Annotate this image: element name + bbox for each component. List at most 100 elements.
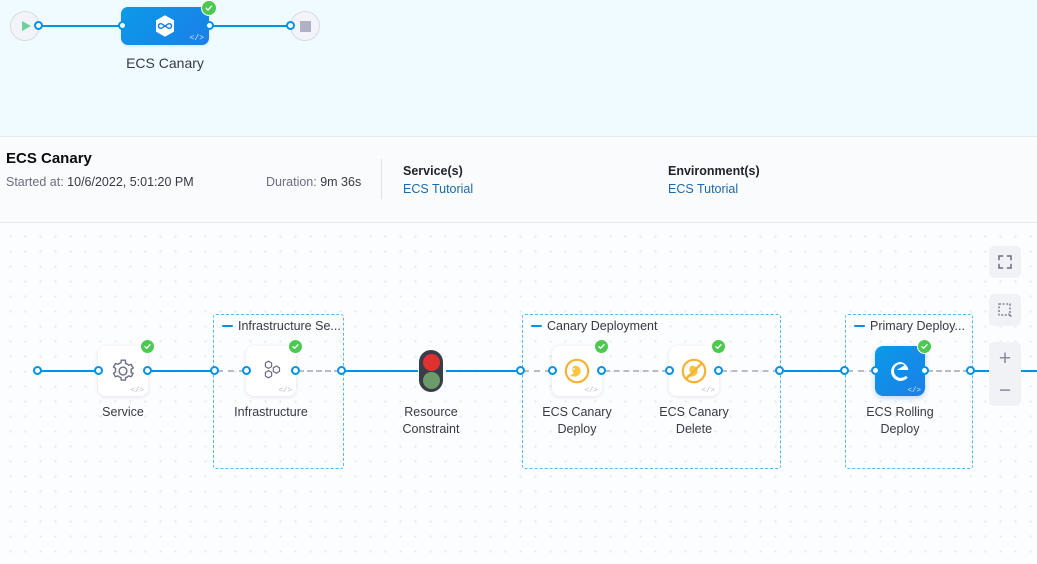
connector-start-to-service (39, 370, 99, 372)
minimap-connector-2 (212, 25, 292, 27)
status-badge-canary-deploy (594, 339, 609, 354)
node-service[interactable]: </> (98, 339, 155, 396)
connector-infra-to-resource-constraint (344, 370, 418, 372)
port-infra-group-in[interactable] (210, 366, 219, 375)
connector-infra-group-to-infra (217, 370, 245, 372)
node-infrastructure[interactable]: </> (246, 339, 303, 396)
stop-icon (299, 20, 311, 32)
services-header: Service(s) (403, 164, 463, 178)
port-service-in[interactable] (94, 366, 103, 375)
duration-row: Duration: 9m 36s (266, 175, 362, 189)
port-service-out[interactable] (143, 366, 152, 375)
status-badge-service (140, 339, 155, 354)
code-icon: </> (584, 387, 598, 395)
marquee-select-icon (998, 303, 1012, 317)
connector-canary-delete-to-group-out (721, 370, 779, 372)
connector-resource-constraint-to-canary (446, 370, 520, 372)
node-label-resource-constraint-line2: Constraint (402, 422, 460, 436)
node-label-rolling-deploy-line1: ECS Rolling (866, 405, 934, 419)
zoom-out-button[interactable]: − (998, 378, 1012, 402)
minimap-port-stage-out[interactable] (205, 21, 214, 30)
port-start-out[interactable] (33, 366, 42, 375)
marquee-select-button[interactable] (989, 294, 1021, 326)
started-at-value: 10/6/2022, 5:01:20 PM (67, 175, 194, 189)
collapse-dash-icon[interactable] (854, 325, 865, 327)
node-ecs-canary-deploy[interactable]: </> (552, 339, 609, 396)
traffic-light-red-icon (422, 353, 440, 371)
duration-value: 9m 36s (320, 175, 362, 189)
success-check-icon (205, 5, 213, 11)
started-at-row: Started at: 10/6/2022, 5:01:20 PM (6, 175, 194, 189)
group-label-primary-deployment: Primary Deploy... (870, 319, 965, 333)
status-badge-rolling-deploy (917, 339, 932, 354)
services-column: Service(s) ECS Tutorial (403, 164, 473, 196)
port-infrastructure-in[interactable] (242, 366, 251, 375)
port-canary-deploy-out[interactable] (597, 366, 606, 375)
minimap-port-stage-in[interactable] (118, 21, 127, 30)
play-icon (21, 21, 31, 31)
gear-icon (112, 359, 134, 381)
group-label-canary-deployment: Canary Deployment (547, 319, 658, 333)
node-label-canary-delete-line2: Delete (675, 422, 713, 436)
duration-label: Duration (266, 175, 314, 189)
success-check-icon (598, 344, 605, 349)
success-check-icon (292, 344, 299, 349)
node-label-canary-deploy-line1: ECS Canary (542, 405, 612, 419)
zoom-controls[interactable]: + − (989, 342, 1021, 406)
code-icon: </> (189, 34, 204, 43)
harness-hexagon-infinity-icon (156, 15, 174, 37)
code-icon: </> (907, 387, 921, 395)
traffic-light-green-icon (422, 371, 440, 389)
port-canary-group-out[interactable] (775, 366, 784, 375)
port-canary-delete-out[interactable] (714, 366, 723, 375)
node-ecs-rolling-deploy[interactable]: </> (875, 339, 932, 396)
port-infrastructure-out[interactable] (291, 366, 300, 375)
environments-value-link[interactable]: ECS Tutorial (668, 182, 739, 196)
connector-canary-deploy-to-delete (604, 370, 668, 372)
canary-bird-delete-icon (681, 358, 707, 384)
port-canary-delete-in[interactable] (665, 366, 674, 375)
node-resource-constraint[interactable] (419, 350, 443, 392)
node-label-service: Service (102, 405, 144, 419)
port-infra-group-out[interactable] (337, 366, 346, 375)
fullscreen-button[interactable] (989, 246, 1021, 278)
port-canary-deploy-in[interactable] (548, 366, 557, 375)
fullscreen-icon (998, 255, 1012, 269)
node-label-ecs-rolling-deploy: ECS Rolling Deploy (840, 404, 960, 438)
group-canary-deployment[interactable]: Canary Deployment (522, 314, 781, 469)
connector-service-to-infra-group (149, 370, 217, 372)
minimap-port-end[interactable] (286, 21, 295, 30)
port-canary-group-in[interactable] (516, 366, 525, 375)
status-badge-infrastructure (288, 339, 303, 354)
environments-header: Environment(s) (668, 164, 760, 178)
port-primary-group-in[interactable] (840, 366, 849, 375)
group-header-primary-deployment[interactable]: Primary Deploy... (854, 319, 965, 333)
port-rolling-deploy-out[interactable] (920, 366, 929, 375)
node-label-canary-deploy-line2: Deploy (557, 422, 597, 436)
zoom-in-button[interactable]: + (998, 346, 1012, 370)
minimap-stage-label: ECS Canary (126, 55, 204, 71)
group-infrastructure-section[interactable]: Infrastructure Se... (213, 314, 344, 469)
group-header-canary-deployment[interactable]: Canary Deployment (531, 319, 657, 333)
minimap-stop-node[interactable] (290, 11, 320, 41)
services-value-link[interactable]: ECS Tutorial (403, 182, 474, 196)
pipeline-execution-canvas[interactable]: Infrastructure Se... Canary Deployment P… (0, 224, 1037, 564)
collapse-dash-icon[interactable] (531, 325, 542, 327)
connector-rolling-to-group-out (927, 370, 969, 372)
minimap-port-start[interactable] (34, 21, 43, 30)
execution-info-bar: ECS Canary Started at: 10/6/2022, 5:01:2… (0, 137, 1037, 223)
group-primary-deployment[interactable]: Primary Deploy... (845, 314, 973, 469)
port-primary-group-out[interactable] (966, 366, 975, 375)
node-label-resource-constraint-line1: Resource (404, 405, 458, 419)
node-label-rolling-deploy-line2: Deploy (880, 422, 920, 436)
canary-bird-icon (564, 358, 590, 384)
node-ecs-canary-delete[interactable]: </> (669, 339, 726, 396)
collapse-dash-icon[interactable] (222, 325, 233, 327)
code-icon: </> (701, 387, 715, 395)
port-rolling-deploy-in[interactable] (871, 366, 880, 375)
node-label-canary-delete-line1: ECS Canary (659, 405, 729, 419)
ecs-rolling-deploy-icon (890, 361, 908, 381)
minimap-stage-card-ecs-canary[interactable]: </> (121, 7, 209, 45)
node-label-ecs-canary-deploy: ECS Canary Deploy (517, 404, 637, 438)
group-header-infrastructure[interactable]: Infrastructure Se... (222, 319, 341, 333)
